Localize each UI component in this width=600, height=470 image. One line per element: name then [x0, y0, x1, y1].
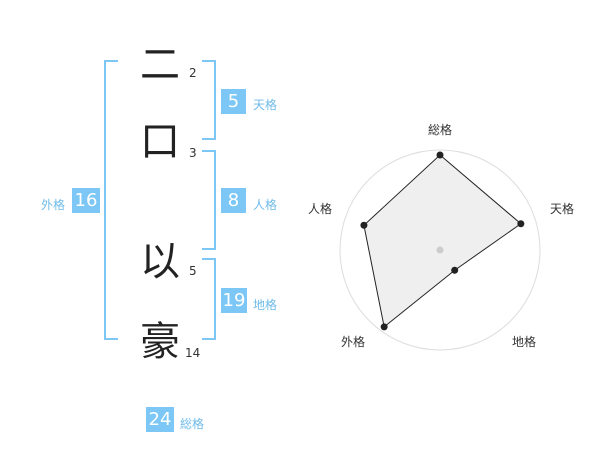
radar-point-5: [360, 221, 368, 229]
stroke-count-2: 3: [189, 146, 197, 160]
axis-label-chikaku: 地格: [512, 334, 536, 349]
axis-label-tenkaku: 天格: [550, 201, 574, 216]
name-char-3: 以: [140, 239, 180, 285]
stroke-count-4: 14: [185, 346, 201, 360]
name-char-2: 口: [140, 119, 180, 165]
radar-point-2: [517, 220, 525, 228]
stroke-count-3: 5: [189, 264, 197, 278]
axis-label-soukaku: 総格: [428, 122, 452, 137]
name-char-4: 豪: [140, 319, 180, 365]
soukaku-value: 24: [146, 407, 174, 432]
stroke-count-1: 2: [189, 66, 197, 80]
radar-point-4: [380, 323, 388, 331]
radar-points: [360, 151, 525, 331]
radar-center-dot: [436, 246, 444, 254]
axis-label-gaikaku: 外格: [341, 334, 365, 349]
chikaku-value: 19: [221, 288, 247, 313]
jinkaku-bracket: [202, 150, 216, 250]
soukaku-label: 総格: [180, 417, 205, 431]
radar-point-3: [451, 266, 459, 274]
jinkaku-label: 人格: [253, 198, 278, 212]
gaikaku-label: 外格: [41, 198, 66, 212]
axis-label-jinkaku: 人格: [308, 201, 332, 216]
radar-area: [363, 154, 522, 328]
gaikaku-bracket: [104, 60, 118, 340]
tenkaku-value: 5: [221, 89, 246, 114]
tenkaku-label: 天格: [253, 98, 278, 112]
name-char-1: 二: [140, 42, 180, 88]
radar-point-1: [436, 151, 444, 159]
tenkaku-bracket: [202, 60, 216, 140]
gaikaku-value: 16: [72, 188, 100, 213]
chikaku-bracket: [202, 258, 216, 340]
chikaku-label: 地格: [253, 298, 278, 312]
jinkaku-value: 8: [221, 188, 246, 213]
